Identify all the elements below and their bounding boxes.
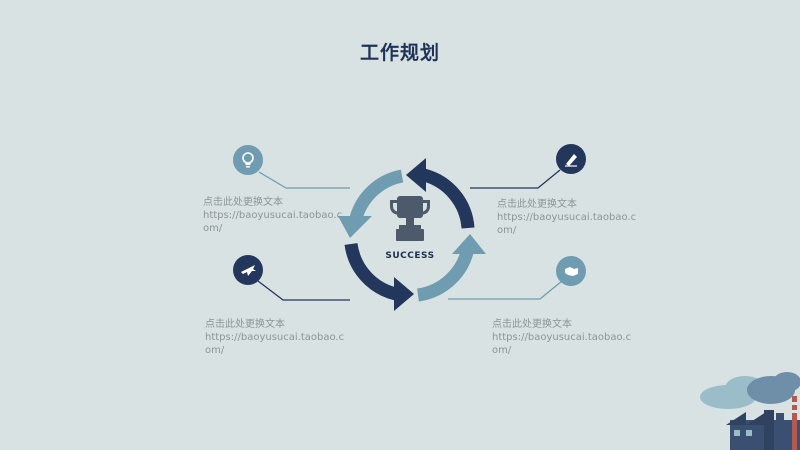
- note-title: 点击此处更换文本: [203, 197, 283, 208]
- connector-top-left: [258, 171, 350, 189]
- lightbulb-icon: [242, 152, 254, 168]
- lightbulb-circle: [233, 145, 263, 175]
- connector-top-right: [470, 169, 561, 189]
- connector-bottom-right: [448, 280, 563, 300]
- airplane-circle: [233, 255, 263, 285]
- cycle-arrowhead-bottom-left: [394, 277, 414, 311]
- note-url-end: om/: [203, 223, 223, 234]
- note-bottom-left: 点击此处更换文本 https://baoyusucai.taobao.c om/: [205, 318, 345, 357]
- cycle-arrow-bottom-left: [344, 242, 398, 301]
- note-title: 点击此处更换文本: [492, 319, 572, 330]
- pen-icon: [565, 154, 577, 167]
- note-url-end: om/: [497, 225, 517, 236]
- pen-circle: [556, 144, 586, 174]
- airplane-icon: [241, 265, 256, 276]
- success-label: SUCCESS: [385, 251, 435, 261]
- handshake-circle: [556, 256, 586, 286]
- cycle-arrowhead-top-left: [338, 216, 372, 238]
- note-url-end: om/: [205, 345, 225, 356]
- cycle-arrow-top-right: [422, 168, 475, 229]
- note-url: https://baoyusucai.taobao.c: [497, 212, 637, 223]
- cycle-arrow-top-left: [349, 169, 404, 221]
- note-url-end: om/: [492, 345, 512, 356]
- note-title: 点击此处更换文本: [497, 199, 577, 210]
- connector-bottom-left: [257, 280, 350, 301]
- cycle-arrowhead-bottom-right: [452, 234, 486, 254]
- note-top-left: 点击此处更换文本 https://baoyusucai.taobao.c om/: [203, 196, 343, 235]
- note-url: https://baoyusucai.taobao.c: [203, 210, 343, 221]
- note-bottom-right: 点击此处更换文本 https://baoyusucai.taobao.c om/: [492, 318, 632, 357]
- factory-illustration: [700, 372, 800, 450]
- note-url: https://baoyusucai.taobao.c: [205, 332, 345, 343]
- cycle-arrowhead-top-right: [406, 158, 426, 192]
- trophy-icon: [390, 196, 430, 241]
- note-url: https://baoyusucai.taobao.c: [492, 332, 632, 343]
- page-title: 工作规划: [359, 42, 440, 64]
- cycle-arrow-bottom-right: [416, 246, 475, 302]
- handshake-icon: [565, 267, 578, 276]
- note-title: 点击此处更换文本: [205, 319, 285, 330]
- note-top-right: 点击此处更换文本 https://baoyusucai.taobao.c om/: [497, 198, 637, 237]
